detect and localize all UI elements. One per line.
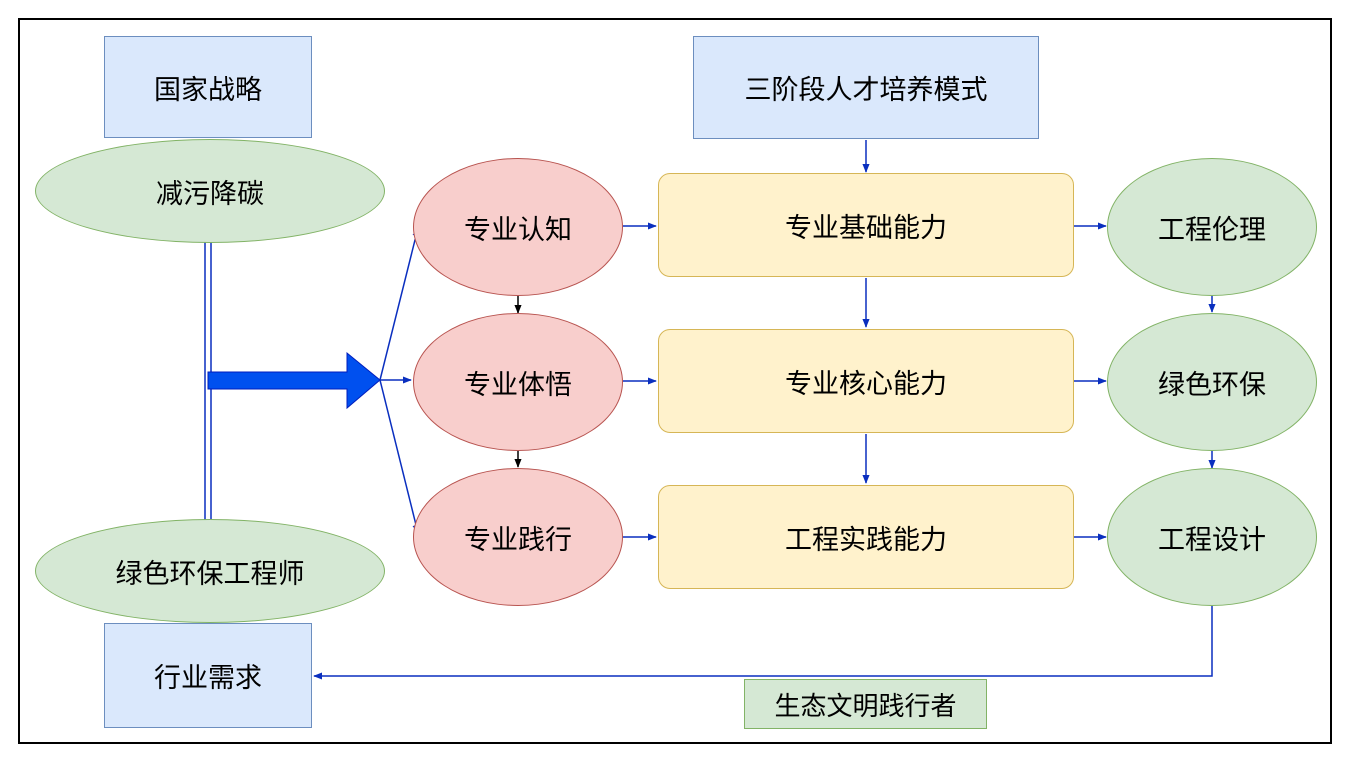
ability-basic: 专业基础能力 xyxy=(658,173,1074,277)
arrow-feedback-to-demand xyxy=(313,606,1213,680)
diagram-frame xyxy=(18,18,1332,744)
bottom-label: 生态文明践行者 xyxy=(744,679,987,729)
ability-core: 专业核心能力 xyxy=(658,329,1074,433)
demand-box: 行业需求 xyxy=(104,623,312,728)
reduce-ellipse: 减污降碳 xyxy=(35,139,385,243)
mode-box: 三阶段人才培养模式 xyxy=(693,36,1039,139)
thick-arrow xyxy=(207,351,381,410)
stage-perception: 专业体悟 xyxy=(413,313,623,451)
strategy-box: 国家战略 xyxy=(104,36,312,138)
outcome-ethics: 工程伦理 xyxy=(1107,158,1317,296)
arrow-to-cognition xyxy=(379,227,420,381)
outcome-design: 工程设计 xyxy=(1107,468,1317,606)
ability-practice: 工程实践能力 xyxy=(658,485,1074,589)
outcome-green: 绿色环保 xyxy=(1107,313,1317,451)
stage-cognition: 专业认知 xyxy=(413,158,623,296)
stage-practice: 专业践行 xyxy=(413,468,623,606)
arrow-to-practice xyxy=(379,379,420,534)
engineer-ellipse: 绿色环保工程师 xyxy=(35,519,385,623)
